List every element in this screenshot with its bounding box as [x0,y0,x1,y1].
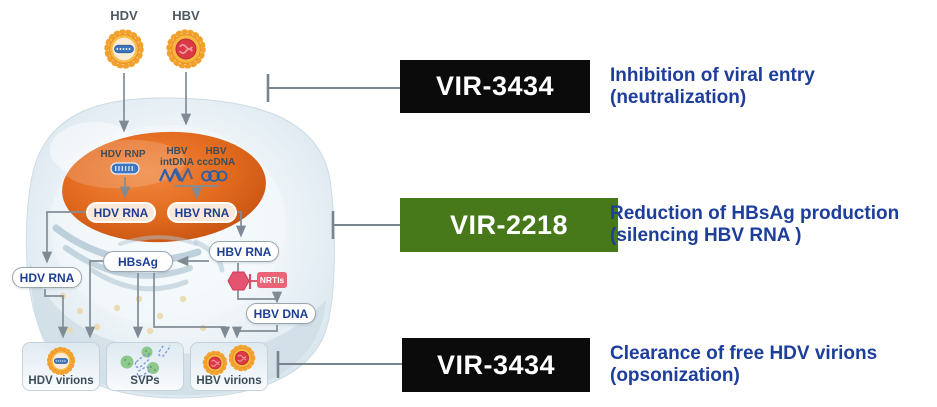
hbv-intdna-label: HBV intDNA [160,146,194,168]
nrtis-tbar [248,274,258,289]
inhibition-tbar-bottom [276,351,402,378]
nrtis-box: NRTIs [257,272,287,288]
hbv-cccdna-icon [201,170,228,182]
annotation-text-hbsag-reduction: Reduction of HBsAg production (silencing… [610,203,900,246]
drug-box-vir-3434-bottom: VIR-3434 [402,338,590,392]
secreted-box-svps: SVPs [106,342,184,391]
hbv-intdna-icon [159,167,193,183]
svp-particles-icon [107,345,183,377]
svps-label: SVPs [130,375,160,387]
drug-box-vir-3434-top: VIR-3434 [400,60,590,113]
drug-label: VIR-3434 [436,349,556,380]
hdv-virus-icon [104,29,144,69]
secreted-box-hbv-virions: HBV virions [190,342,268,391]
hbv-virions-label: HBV virions [196,375,262,387]
pill-hdv-rna-nucleus: HDV RNA [86,202,156,223]
secreted-box-hdv-virions: HDV virions [22,342,100,391]
drug-label: VIR-2218 [449,209,569,240]
pill-hdv-rna-cytoplasm: HDV RNA [12,267,82,288]
hbv-cccdna-label: HBV cccDNA [196,146,236,168]
hbv-virus-label: HBV [172,8,200,23]
rt-step-hexagon-icon [227,271,250,291]
hdv-virion-icon [23,345,99,377]
annotation-text-virion-clearance: Clearance of free HDV virions (opsonizat… [610,343,878,386]
hdv-rnp-icon [110,162,140,175]
pill-hbv-dna: HBV DNA [246,303,316,324]
drug-box-vir-2218: VIR-2218 [400,198,618,252]
inhibition-tbar-middle [331,211,400,239]
inhibition-tbar-top [266,74,400,102]
hbv-virion-icons [202,344,256,376]
pill-hbv-rna-cytoplasm: HBV RNA [209,241,279,262]
pathway-arrows [41,72,283,339]
pill-hbsag: HBsAg [103,251,173,272]
pill-hbv-rna-nucleus: HBV RNA [167,202,237,223]
drug-label: VIR-3434 [435,71,555,101]
annotation-text-entry-inhibition: Inhibition of viral entry (neutralizatio… [610,64,815,108]
hdv-rnp-label: HDV RNP [100,149,146,160]
hdv-virus-label: HDV [110,8,138,23]
hdv-virions-label: HDV virions [28,375,94,387]
hbv-virus-icon [166,29,206,69]
